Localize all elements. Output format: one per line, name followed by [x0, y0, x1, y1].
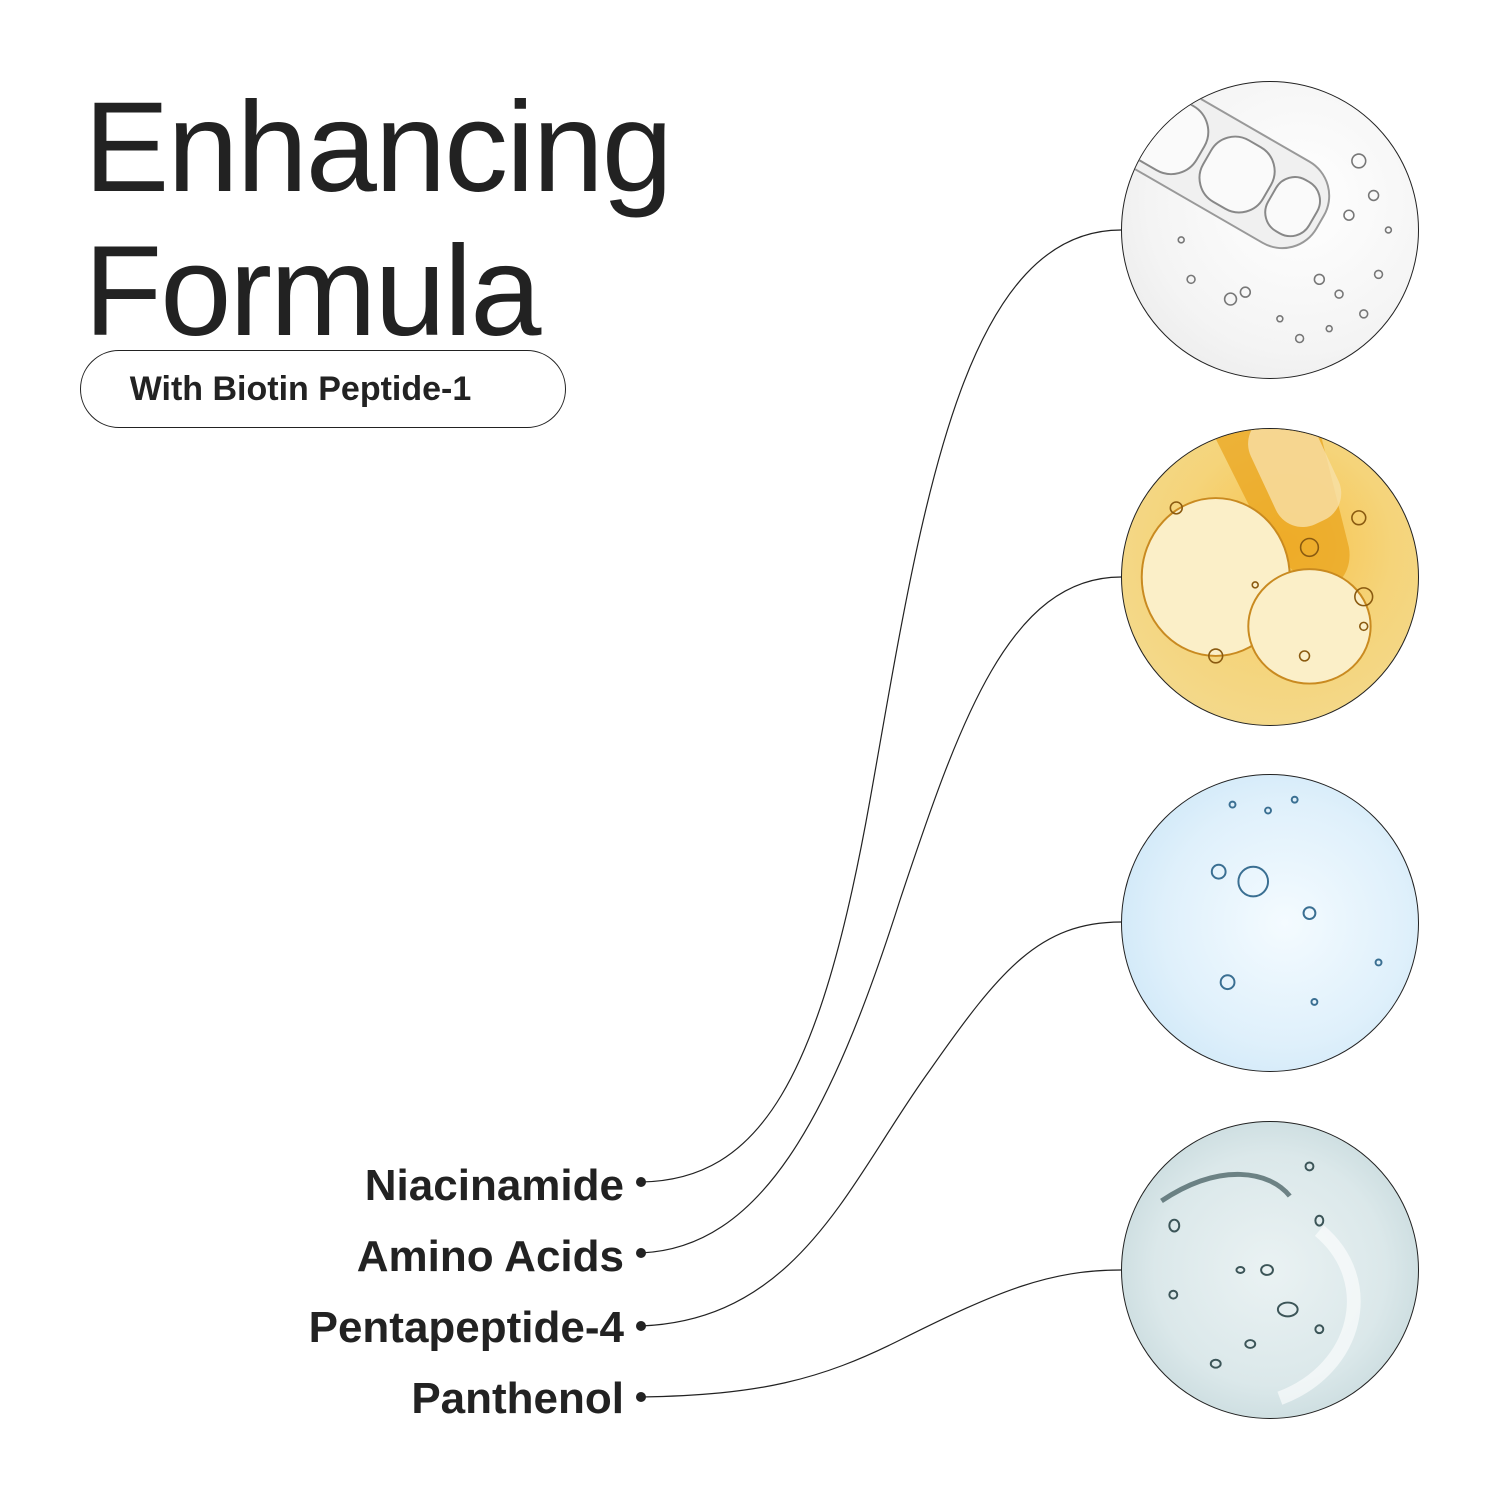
bullet-dot-icon: [636, 1177, 646, 1187]
oil-bubbles-icon: [1140, 429, 1374, 685]
gel-swirl-icon: [1160, 1161, 1361, 1405]
ingredient-label-pentapeptide: Pentapeptide-4: [308, 1303, 624, 1352]
title-line-2: Formula: [84, 220, 541, 363]
title-line-1: Enhancing: [84, 76, 673, 219]
connector-niacinamide: [640, 229, 1122, 1183]
blue-gel-image: [1121, 774, 1419, 1072]
dropper-bubbles-icon: [1122, 82, 1393, 344]
connector-pentapeptide: [640, 921, 1122, 1327]
clear-serum-image: [1121, 81, 1419, 379]
ingredient-label-amino-acids: Amino Acids: [356, 1232, 624, 1281]
biotin-peptide-badge: With Biotin Peptide-1: [80, 350, 566, 428]
ingredient-list: Niacinamide Amino Acids Pentapeptide-4 P…: [309, 1150, 624, 1434]
teal-gel-image: [1121, 1121, 1419, 1419]
amber-oil-image: [1121, 428, 1419, 726]
page-title: Enhancing Formula: [84, 76, 673, 364]
ingredient-label-panthenol: Panthenol: [411, 1374, 624, 1423]
connector-panthenol: [640, 1269, 1122, 1398]
bullet-dot-icon: [636, 1248, 646, 1258]
badge-label: With Biotin Peptide-1: [129, 369, 472, 408]
gel-bubbles-icon: [1210, 795, 1383, 1006]
connector-amino-acids: [640, 576, 1122, 1254]
ingredient-label-niacinamide: Niacinamide: [364, 1161, 624, 1210]
bullet-dot-icon: [636, 1392, 646, 1402]
bullet-dot-icon: [636, 1321, 646, 1331]
